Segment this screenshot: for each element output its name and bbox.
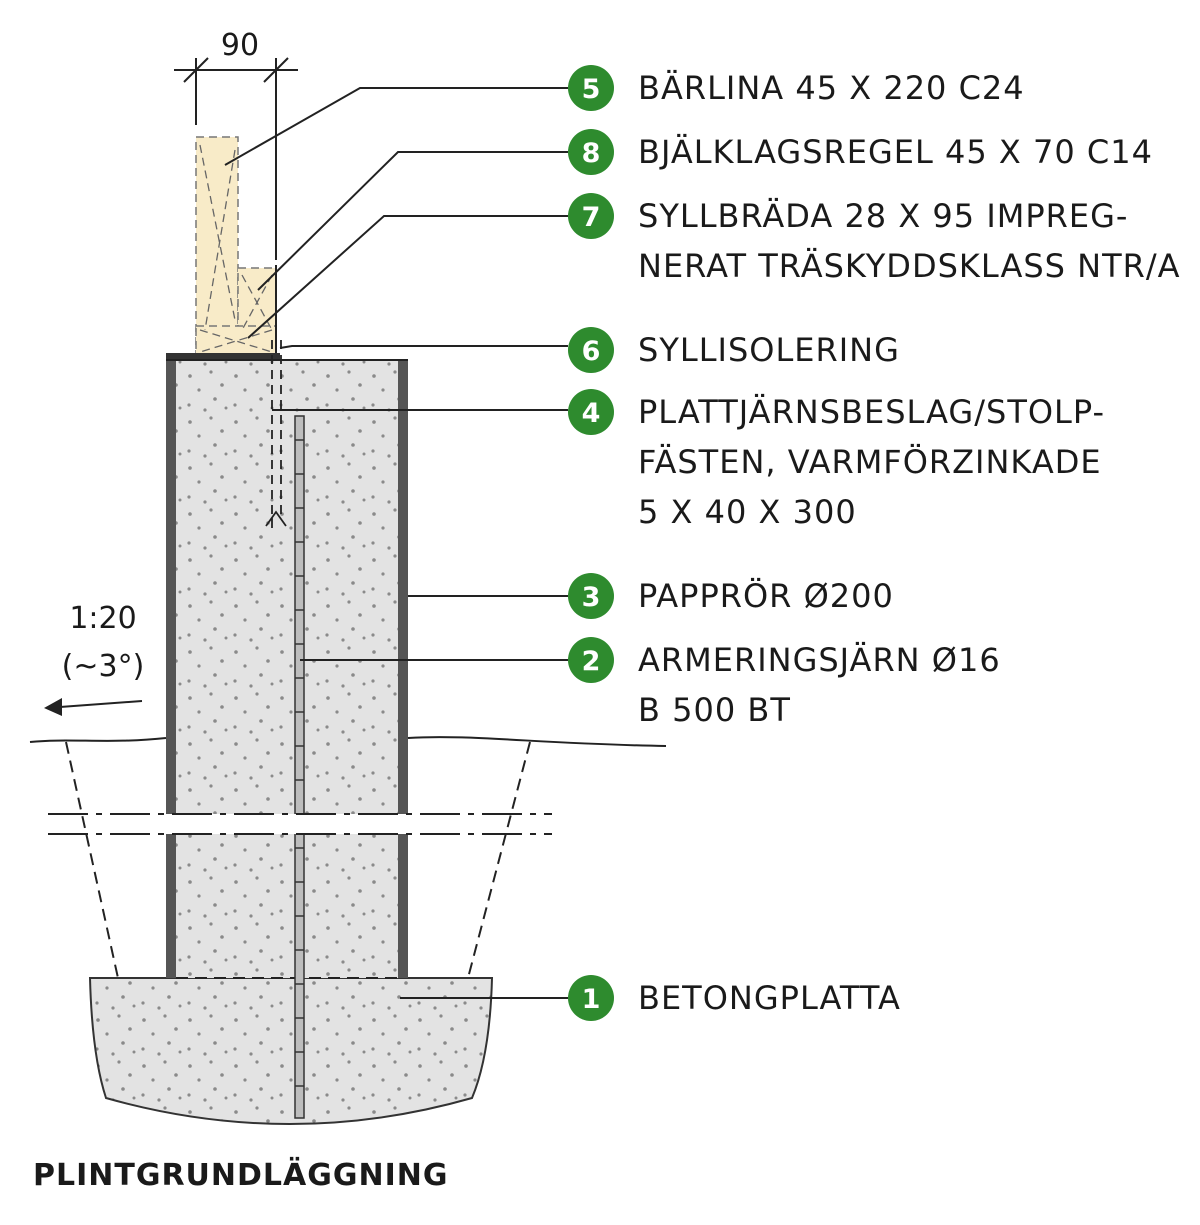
badge-number: 6 [582,336,601,367]
number-badge [568,65,614,111]
badge-number: 7 [582,202,601,233]
badge-number: 8 [582,138,601,169]
callout-8: 8 BJÄLKLAGSREGEL 45 X 70 C14 [568,129,1153,175]
flat-iron-bracket [271,340,282,520]
callout-5: 5 BÄRLINA 45 X 220 C24 [568,65,1025,111]
sill-insulation [166,353,280,359]
concrete-slab [88,977,494,1125]
callout-label-line: PLATTJÄRNSBESLAG/STOLP- [638,393,1105,431]
paper-tube-right-wall [398,360,408,978]
number-badge [568,389,614,435]
callout-6: 6 SYLLISOLERING [568,327,900,373]
callout-7: 7 SYLLBRÄDA 28 X 95 IMPREG- NERAT TRÄSKYDD… [568,193,1181,285]
number-badge [568,573,614,619]
badge-number: 3 [582,582,601,613]
number-badge [568,637,614,683]
callout-1: 1 BETONGPLATTA [568,975,901,1021]
callout-label-line: B 500 BT [638,691,791,729]
dimension-label: 90 [221,28,259,63]
slope-ratio: 1:20 [69,601,136,636]
callout-label-line: BÄRLINA 45 X 220 C24 [638,69,1025,107]
number-badge [568,129,614,175]
callout-label-line: SYLLBRÄDA 28 X 95 IMPREG- [638,197,1128,235]
number-badge [568,975,614,1021]
callout-label-line: NERAT TRÄSKYDDSKLASS NTR/A [638,247,1181,285]
width-dimension [174,57,298,260]
slope-angle: (~3°) [62,649,145,684]
callout-3: 3 PAPPRÖR Ø200 [568,573,894,619]
callout-4: 4 PLATTJÄRNSBESLAG/STOLP- FÄSTEN, VARMFÖRZ… [568,389,1105,531]
break-line [48,813,552,835]
number-badge [568,327,614,373]
badge-number: 2 [582,646,601,677]
callout-label-line: BETONGPLATTA [638,979,901,1017]
rebar [294,415,305,1119]
callout-label-line: FÄSTEN, VARMFÖRZINKADE [638,443,1102,481]
concrete-column [168,360,406,978]
callout-label-line: 5 X 40 X 300 [638,493,857,531]
slope-arrow [44,698,143,716]
badge-number: 4 [582,398,601,429]
callout-label-line: ARMERINGSJÄRN Ø16 [638,641,1001,679]
callout-2: 2 ARMERINGSJÄRN Ø16 B 500 BT [568,637,1001,729]
paper-tube-left-wall [166,360,176,978]
callout-label-line: BJÄLKLAGSREGEL 45 X 70 C14 [638,133,1153,171]
load-beam [195,136,239,356]
badge-number: 1 [582,984,601,1015]
badge-number: 5 [582,74,601,105]
callout-label-line: PAPPRÖR Ø200 [638,577,894,615]
ground-line [29,737,167,743]
number-badge [568,193,614,239]
callout-label-line: SYLLISOLERING [638,331,900,369]
sill-board [195,325,277,356]
diagram-title: PLINTGRUNDLÄGGNING [33,1157,449,1193]
